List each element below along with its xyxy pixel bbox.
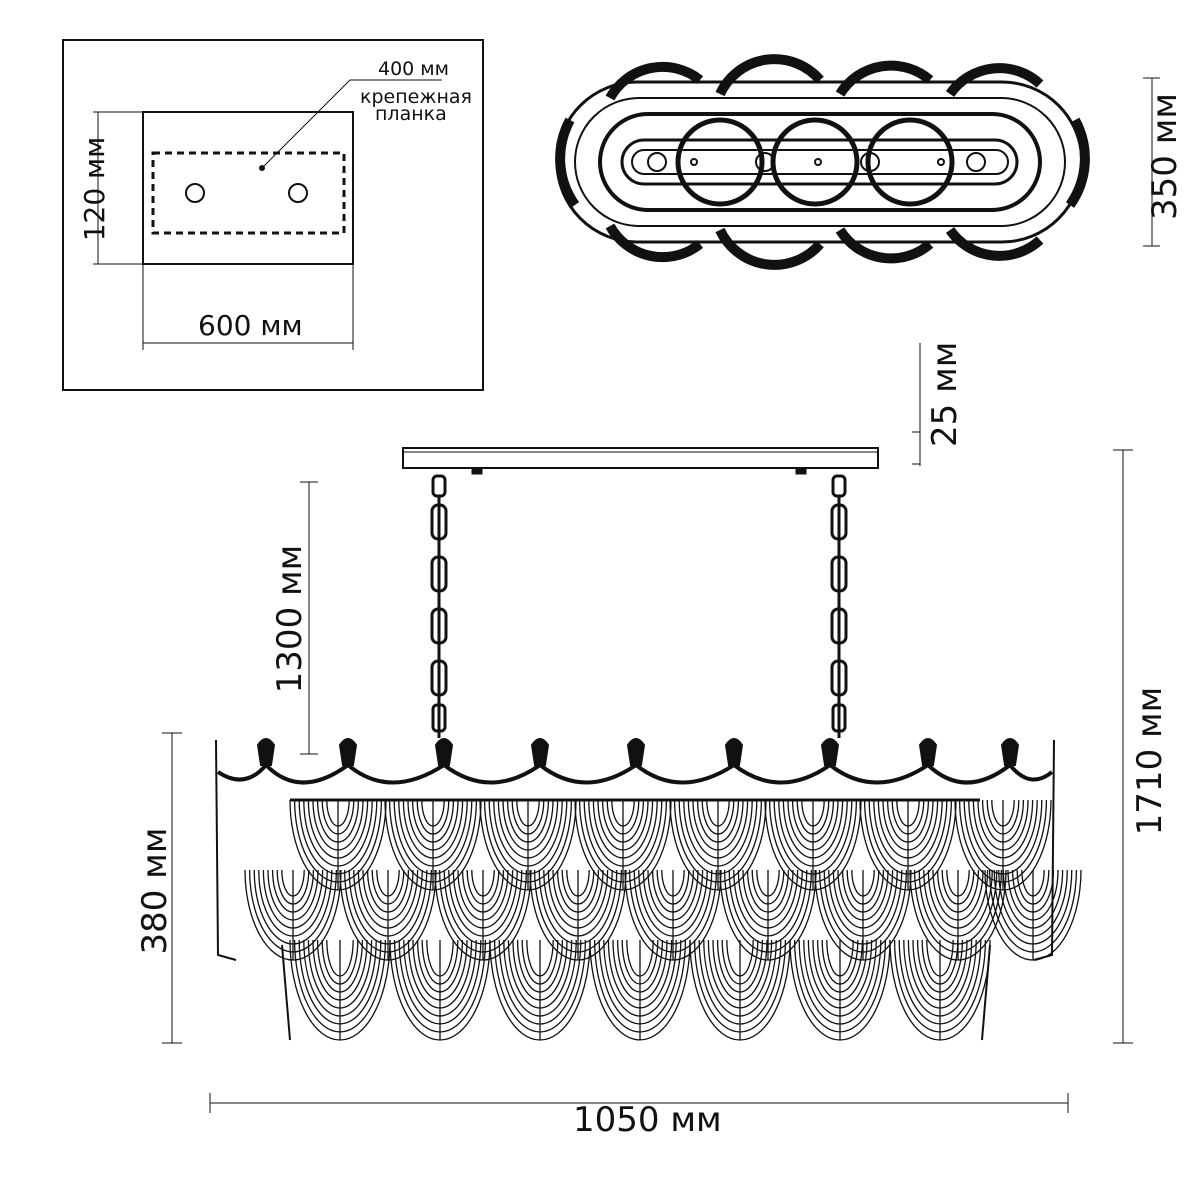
total-height-label: 1710 мм <box>1130 686 1170 836</box>
bracket-label-line2: планка <box>375 103 447 125</box>
screw-hole-right <box>288 183 308 203</box>
mounting-plate <box>142 111 354 265</box>
plate-height-label: 120 мм <box>78 136 111 242</box>
plate-width-label: 600 мм <box>198 309 303 342</box>
top-view <box>555 54 1160 270</box>
body-height-label: 380 мм <box>135 827 175 955</box>
bracket-label-line1: крепежная <box>360 86 472 108</box>
bracket-length-label: 400 мм <box>378 58 449 80</box>
chain-length-label: 1300 мм <box>270 544 310 694</box>
mounting-bracket <box>151 151 346 235</box>
plate-view <box>62 39 484 391</box>
chandelier-body <box>215 738 1055 1041</box>
canopy <box>402 447 879 469</box>
total-width-label: 1050 мм <box>573 1100 722 1140</box>
canopy-height-label: 25 мм <box>925 341 965 447</box>
drape-scallops <box>244 799 1082 1041</box>
screw-hole-left <box>185 183 205 203</box>
chain-right <box>830 474 848 738</box>
chain-left <box>430 474 448 738</box>
top-depth-label: 350 мм <box>1145 92 1185 220</box>
side-view <box>162 343 1133 1113</box>
